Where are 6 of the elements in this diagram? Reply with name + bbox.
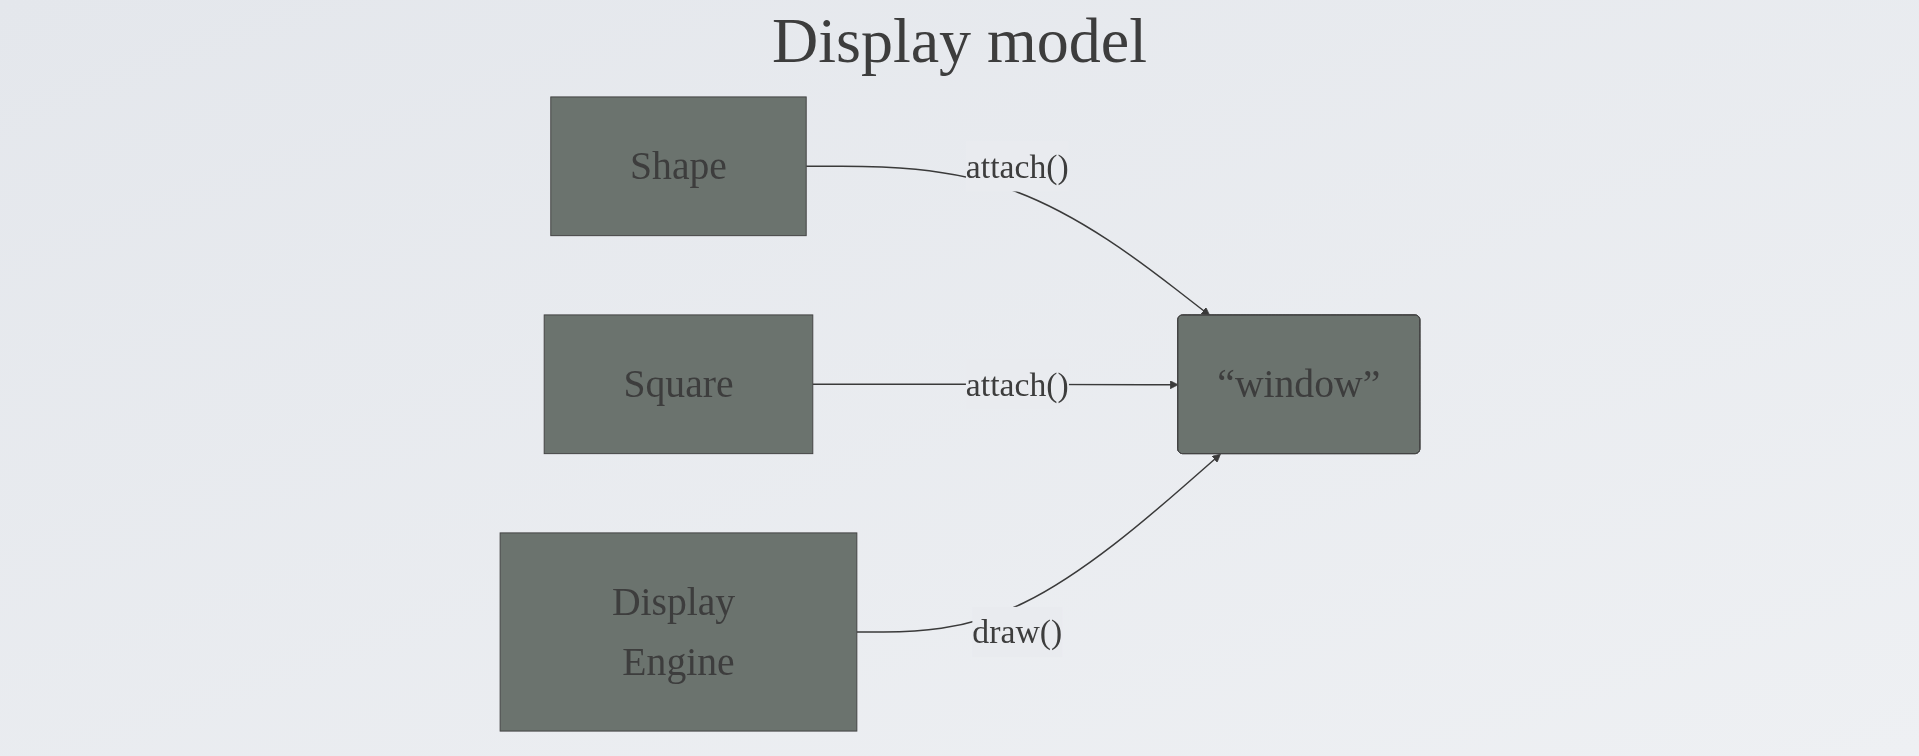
edge-label: draw() [971,613,1062,651]
edge-label: attach() [965,147,1069,185]
diagram-title: Display model [770,4,1149,78]
arrow [804,165,1210,316]
edge-label: attach() [965,365,1069,403]
arrow [855,453,1221,633]
